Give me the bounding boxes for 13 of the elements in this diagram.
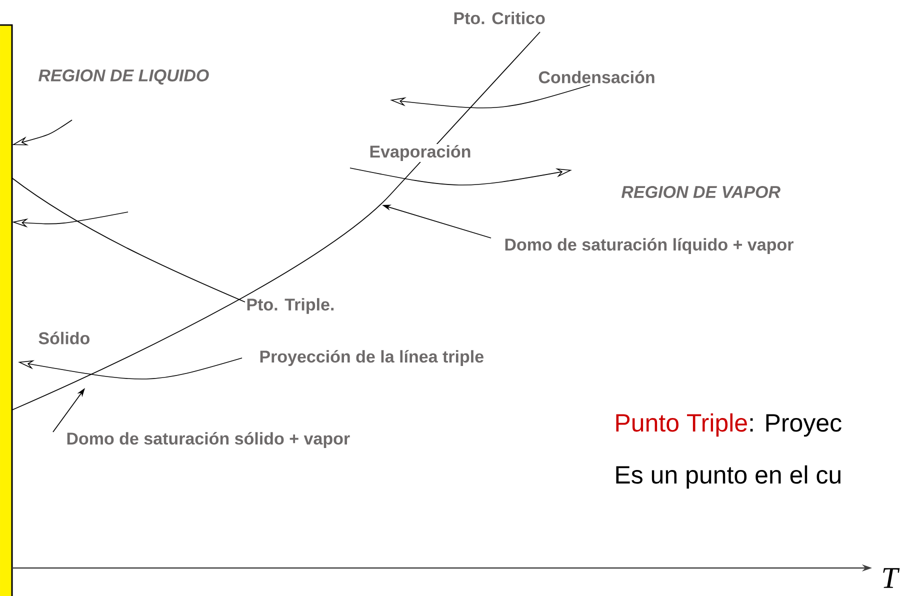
note-text: Punto Triple: Proyec (616, 413, 842, 437)
diagram-label: Pto. Critico (452, 10, 546, 26)
axis-label: T (880, 567, 900, 589)
region-label: REGION DE LIQUIDO (37, 68, 210, 86)
diagram-label: Pto. Triple. (245, 297, 336, 315)
callout-text: Domo de saturación líquido + vapor (505, 238, 794, 254)
diagram-label: Evaporación (368, 144, 472, 162)
callout-text: Domo de saturación sólido + vapor (67, 432, 350, 448)
diagram-label: Proyección de la línea triple (258, 349, 486, 367)
diagram-label: Sólido (37, 330, 92, 346)
diagram-label: Condensación (537, 70, 656, 84)
note-text: Es un punto en el cu (613, 464, 844, 490)
region-label: REGION DE VAPOR (620, 184, 782, 200)
